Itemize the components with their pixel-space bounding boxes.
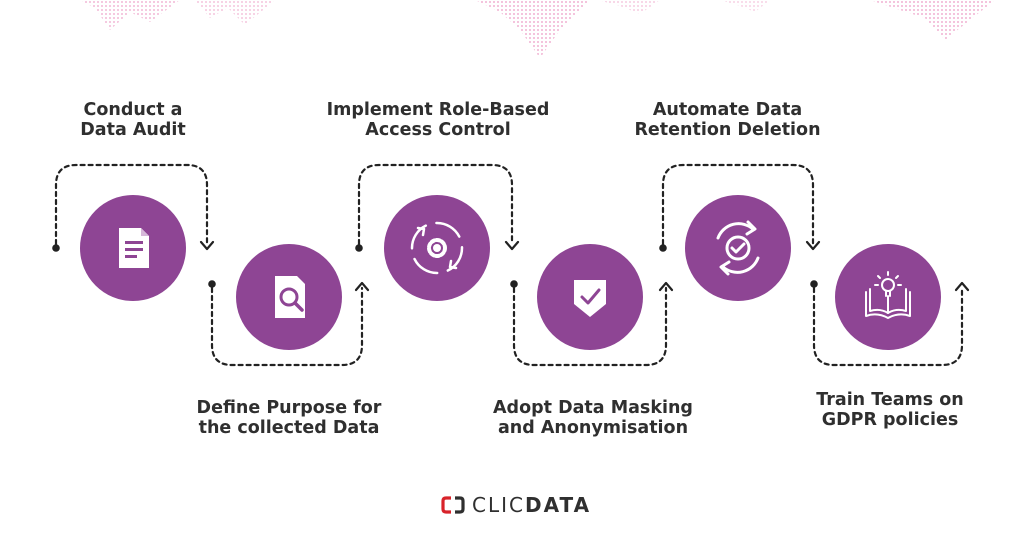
decorative-top-border xyxy=(80,0,995,58)
step-1-label-line2: Data Audit xyxy=(80,120,186,140)
document-icon xyxy=(119,228,149,268)
gear-cycle-icon xyxy=(410,221,464,275)
step-1-node xyxy=(80,195,186,301)
step-3-label-line2: Access Control xyxy=(365,120,511,140)
step-5-label: Automate Data Retention Deletion xyxy=(620,100,835,140)
step-4-label-line1: Adopt Data Masking xyxy=(493,398,693,418)
step-5-node xyxy=(685,195,791,301)
open-book-icon xyxy=(865,271,911,319)
step-5-label-line1: Automate Data xyxy=(652,100,803,120)
step-6-node xyxy=(835,244,941,350)
connector-arrowheads xyxy=(199,240,970,292)
step-6-label-line2: GDPR policies xyxy=(821,410,959,430)
step-3-label-line1: Implement Role-Based xyxy=(326,100,550,120)
file-search-icon xyxy=(275,276,305,318)
step-4-label: Adopt Data Masking and Anonymisation xyxy=(478,398,708,438)
brand-part1: CLIC xyxy=(472,493,525,517)
connector-path xyxy=(54,163,964,367)
step-2-label-line1: Define Purpose for xyxy=(196,398,382,418)
step-6-label-line1: Train Teams on xyxy=(816,390,964,410)
step-3-node xyxy=(384,195,490,301)
step-5-label-line2: Retention Deletion xyxy=(634,120,821,140)
step-2-node xyxy=(236,244,342,350)
step-4-label-line2: and Anonymisation xyxy=(497,418,689,438)
step-2-label-line2: the collected Data xyxy=(198,418,380,438)
brand-wordmark: CLICDATA xyxy=(472,493,591,517)
sync-check-icon xyxy=(716,220,760,276)
step-6-label: Train Teams on GDPR policies xyxy=(800,390,980,430)
brand-logo: CLICDATA xyxy=(440,492,591,518)
step-1-label-line1: Conduct a xyxy=(83,100,183,120)
step-3-label: Implement Role-Based Access Control xyxy=(318,100,558,140)
brand-part2: DATA xyxy=(524,493,592,517)
step-2-label: Define Purpose for the collected Data xyxy=(178,398,400,438)
step-1-label: Conduct a Data Audit xyxy=(53,100,213,140)
step-4-node xyxy=(537,244,643,350)
clicdata-logo-icon xyxy=(441,496,465,514)
connector-start-dots xyxy=(52,244,818,288)
shield-check-icon xyxy=(574,280,606,317)
